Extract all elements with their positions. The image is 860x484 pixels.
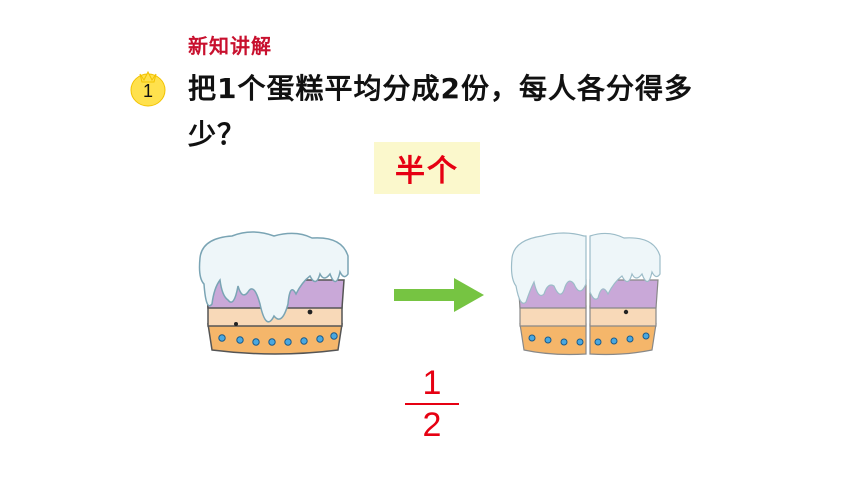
section-title: 新知讲解 <box>188 34 272 58</box>
right-arrow-icon <box>394 278 484 312</box>
halved-cake-image <box>502 228 670 360</box>
chick-icon: 1 <box>130 70 166 107</box>
answer-box: 半个 <box>374 142 480 194</box>
fraction-bar <box>405 403 459 405</box>
answer-text: 半个 <box>395 154 459 189</box>
question-text: 把1个蛋糕平均分成2份，每人各分得多少？ <box>188 72 693 151</box>
fraction-numerator: 1 <box>422 364 442 402</box>
number-badge: 1 <box>128 64 168 108</box>
fraction-denominator: 2 <box>422 406 442 444</box>
fraction-one-half: 1 2 <box>404 364 460 448</box>
whole-cake-image <box>192 228 356 360</box>
badge-number: 1 <box>143 81 153 101</box>
